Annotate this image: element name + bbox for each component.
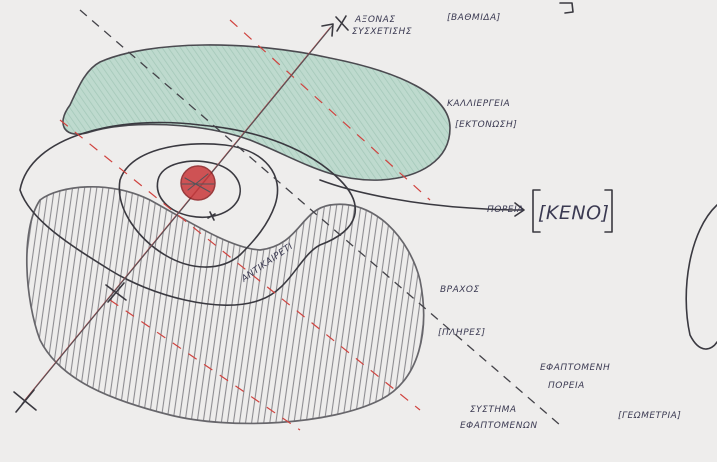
ektonosi-label: [ΕΚΤΟΝΩΣΗ] [455,120,517,130]
vrachos-label: ΒΡΑΧΟΣ [440,285,480,295]
keno-label: [ΚΕΝΟ] [538,202,609,224]
systima-label-1: ΣΥΣΤΗΜΑ [470,405,517,415]
kalliergeia-label: ΚΑΛΛΙΕΡΓΕΙΑ [447,99,510,109]
axis-label-line1: ΑΞΟΝΑΣ [354,15,396,25]
poreia-label: ΠΟΡΕΙΑ [487,205,524,215]
plireis-label: [ΠΛΗΡΕΣ] [438,328,486,338]
efaptomeni-label-1: ΕΦΑΠΤΟΜΕΝΗ [540,363,610,373]
axis-cross-bottom [14,390,36,412]
axis-label-line2: ΣΥΣΧΕΤΙΣΗΣ [352,27,412,37]
right-edge-shape [686,205,717,349]
axis-arrowhead [322,24,333,36]
axis-cross-top [336,16,348,31]
corner-mark [560,3,573,13]
red-core [181,166,215,200]
geometria-label: [ΓΕΩΜΕΤΡΙΑ] [618,411,681,421]
axis-bracket-label: [ΒΑΘΜΙΔΑ] [447,13,501,23]
efaptomeni-label-2: ΠΟΡΕΙΑ [548,381,585,391]
cultivation-zone [63,45,450,180]
systima-label-2: ΕΦΑΠΤΟΜΕΝΩΝ [460,421,538,431]
